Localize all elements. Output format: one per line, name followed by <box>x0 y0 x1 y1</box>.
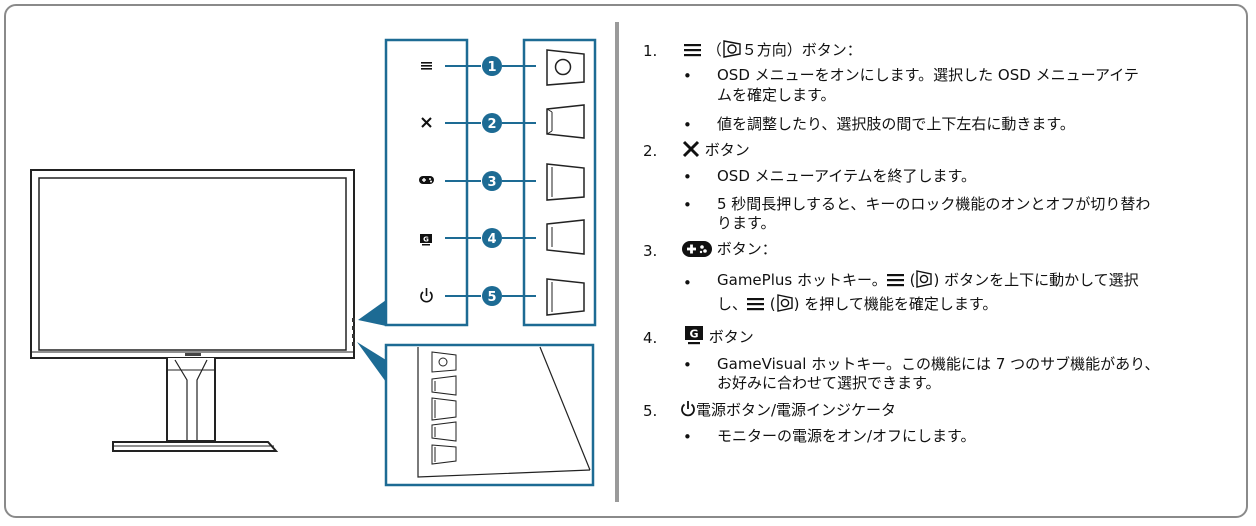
title-open-paren: （ <box>706 41 722 59</box>
callout-number: 4 <box>487 232 496 247</box>
page-frame <box>4 4 1248 518</box>
list-item-title: ボタン： <box>682 240 777 259</box>
callout-number: 3 <box>487 175 496 190</box>
five-way-joystick-icon <box>722 40 742 58</box>
bullet-line: し、 ( ) を押して機能を確定します。 <box>717 294 997 314</box>
bullet-marker: • <box>683 356 692 374</box>
svg-text:G: G <box>423 236 429 244</box>
bullet-marker: • <box>683 274 692 292</box>
bullet-marker: • <box>683 168 692 186</box>
close-icon <box>682 140 700 158</box>
title-text: ５方向）ボタン： <box>741 41 862 59</box>
button-icon-panel: G <box>384 38 469 327</box>
bullet-line: モニターの電源をオン/オフにします。 <box>717 427 976 445</box>
menu-icon <box>421 62 432 70</box>
gamevisual-icon: G <box>420 234 432 246</box>
title-text: ボタン <box>704 141 750 159</box>
five-way-joystick-icon <box>915 270 933 288</box>
list-item-title: G ボタン <box>684 326 754 347</box>
gamevisual-icon: G <box>684 326 704 345</box>
bullet-line: OSD メニューアイテムを終了します。 <box>717 167 977 185</box>
bullet-line: ムを確定します。 <box>717 86 836 104</box>
column-divider <box>615 22 619 502</box>
gamepad-icon <box>682 241 712 257</box>
close-icon <box>421 117 432 128</box>
list-number: 1. <box>643 42 658 60</box>
side-view-zoom-panel <box>384 343 595 487</box>
callout-number: 2 <box>487 117 496 132</box>
button-shape-panel <box>522 38 597 327</box>
callout-markers: 1 2 3 4 5 <box>482 56 502 306</box>
title-text: ボタン <box>708 328 754 346</box>
menu-icon <box>886 273 905 288</box>
bullet-marker: • <box>683 428 692 446</box>
bullet-marker: • <box>683 67 692 85</box>
list-item-title: （ ５方向）ボタン： <box>684 40 862 60</box>
gamepad-icon <box>419 176 434 184</box>
menu-icon <box>747 297 765 312</box>
power-icon <box>420 288 433 303</box>
bullet-line: ります。 <box>717 214 776 232</box>
list-item-title: 電源ボタン/電源インジケータ <box>680 400 896 420</box>
bullet-marker: • <box>683 116 692 134</box>
bullet-line: 値を調整したり、選択肢の間で上下左右に動きます。 <box>717 115 1075 133</box>
bullet-line: GamePlus ホットキー。 ( ) ボタンを上下に動かして選択 <box>717 270 1139 290</box>
power-icon <box>680 400 696 418</box>
svg-text:G: G <box>689 328 698 341</box>
bullet-text: し、 <box>717 295 748 313</box>
bullet-text: ( <box>909 271 916 289</box>
bullet-text: ) を押して機能を確定します。 <box>793 295 998 313</box>
list-number: 4. <box>643 329 658 347</box>
bullet-marker: • <box>683 196 692 214</box>
bullet-line: OSD メニューをオンにします。選択した OSD メニューアイテ <box>717 66 1139 84</box>
list-number: 3. <box>643 242 658 260</box>
list-item-title: ボタン <box>682 140 750 160</box>
bullet-text: ( <box>769 295 776 313</box>
title-text: ボタン： <box>716 240 777 258</box>
title-text: 電源ボタン/電源インジケータ <box>696 401 897 419</box>
bullet-text: GamePlus ホットキー。 <box>717 271 887 289</box>
bullet-line: 5 秒間長押しすると、キーのロック機能のオンとオフが切り替わ <box>717 195 1151 213</box>
bullet-text: ) ボタンを上下に動かして選択 <box>933 271 1139 289</box>
monitor-illustration: G <box>30 38 597 487</box>
bullet-line: お好みに合わせて選択できます。 <box>717 374 941 392</box>
bullet-line: GameVisual ホットキー。この機能には 7 つのサブ機能があり、 <box>717 355 1160 373</box>
list-number: 2. <box>643 142 658 160</box>
list-number: 5. <box>643 402 658 420</box>
menu-icon <box>684 43 702 58</box>
five-way-joystick-icon <box>776 294 794 312</box>
monitor-drawing <box>30 169 355 452</box>
callout-number: 1 <box>487 60 496 75</box>
callout-number: 5 <box>487 290 496 305</box>
